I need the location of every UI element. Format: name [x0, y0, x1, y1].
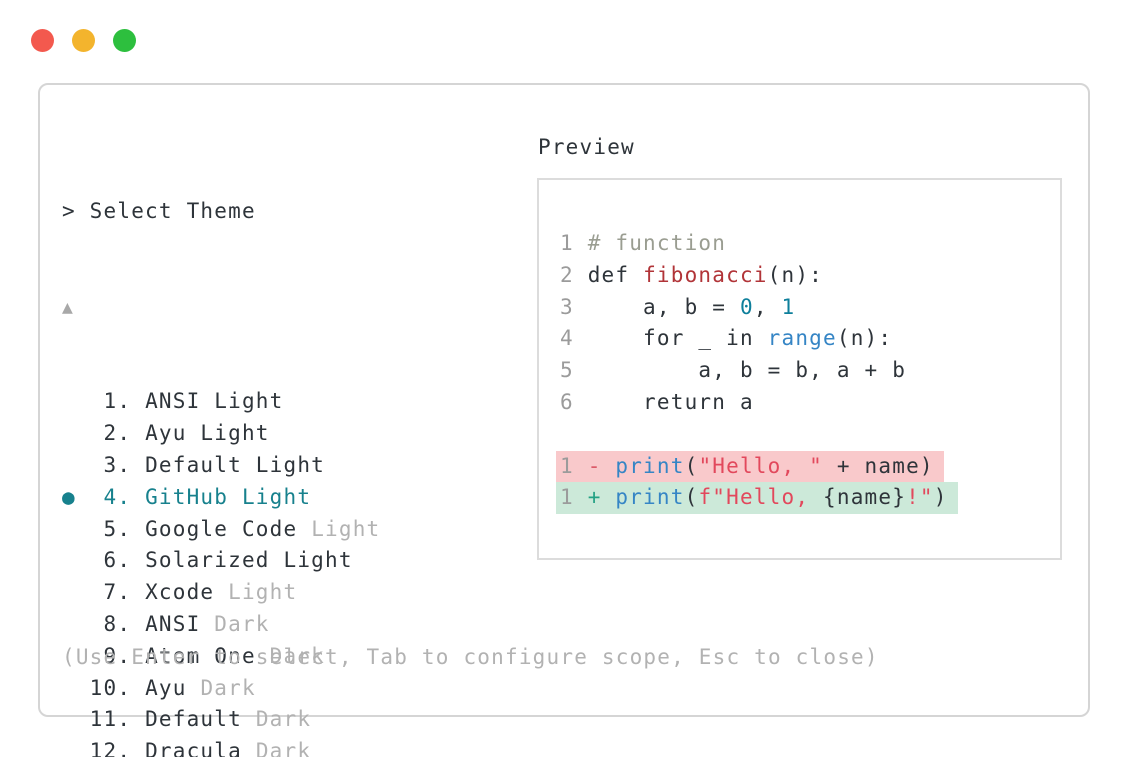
item-number: 7.	[62, 580, 146, 605]
line-number: 4	[560, 326, 588, 351]
window-controls	[31, 29, 136, 52]
theme-item-11[interactable]: 11. Default Dark	[62, 704, 380, 736]
token: Default	[145, 707, 256, 732]
token: Light	[228, 580, 298, 605]
token: -	[587, 453, 616, 478]
token: (	[684, 485, 699, 510]
token: "Hello, "	[698, 453, 824, 478]
theme-item-1[interactable]: 1. ANSI Light	[62, 386, 380, 418]
theme-item-3[interactable]: 3. Default Light	[62, 450, 380, 482]
token: a, b = b, a + b	[587, 358, 907, 383]
token: (n):	[836, 326, 893, 351]
item-number: 2.	[62, 421, 146, 446]
token: a, b =	[587, 294, 740, 319]
item-number: 3.	[62, 452, 146, 477]
token: GitHub Light	[145, 484, 312, 509]
theme-item-5[interactable]: 5. Google Code Light	[62, 514, 380, 546]
token: fibonacci	[643, 262, 768, 287]
token: print	[615, 453, 685, 478]
line-number: 1	[560, 453, 588, 478]
preview-title: Preview	[538, 135, 635, 159]
theme-item-9[interactable]: 9. Atom One Dark	[62, 641, 380, 673]
theme-picker-window: > Select Theme ▲ 1. ANSI Light 2. Ayu Li…	[38, 83, 1090, 757]
token: (	[684, 453, 699, 478]
item-number: 5.	[62, 516, 146, 541]
token: range	[767, 326, 837, 351]
line-number: 1	[560, 485, 588, 510]
token: ANSI Light	[145, 389, 284, 414]
theme-list: 1. ANSI Light 2. Ayu Light 3. Default Li…	[62, 386, 380, 757]
item-number: 9.	[62, 643, 146, 668]
theme-item-12[interactable]: 12. Dracula Dark	[62, 736, 380, 757]
code-line-1: 1 # function	[560, 228, 958, 260]
selected-bullet-icon: ● 4.	[62, 484, 146, 509]
theme-item-7[interactable]: 7. Xcode Light	[62, 577, 380, 609]
item-number: 6.	[62, 548, 146, 573]
token: (n):	[767, 262, 824, 287]
item-number: 10.	[62, 675, 146, 700]
token: Atom One	[145, 643, 270, 668]
code-line-4: 4 for _ in range(n):	[560, 323, 958, 355]
line-number: 1	[560, 231, 588, 255]
token: return a	[587, 389, 754, 414]
item-number: 8.	[62, 611, 146, 636]
item-number: 1.	[62, 389, 146, 414]
item-number: 12.	[62, 739, 146, 757]
line-number: 5	[560, 358, 588, 383]
token: Dark	[255, 707, 312, 732]
code-line-6: 6 return a	[560, 387, 958, 419]
token: Dark	[200, 675, 256, 700]
token: # function	[587, 231, 727, 255]
line-number: 2	[560, 262, 588, 287]
code-line-2: 2 def fibonacci(n):	[560, 260, 958, 292]
minimize-button[interactable]	[72, 29, 95, 52]
token: def	[587, 262, 644, 287]
token: ,	[753, 294, 782, 319]
theme-selector: > Select Theme ▲ 1. ANSI Light 2. Ayu Li…	[62, 132, 380, 757]
token: f"Hello,	[698, 485, 824, 510]
keyboard-hint: (Use Enter to select, Tab to configure s…	[62, 645, 879, 669]
token: Google Code	[145, 516, 312, 541]
token: + name)	[823, 453, 934, 478]
theme-item-10[interactable]: 10. Ayu Dark	[62, 673, 380, 705]
diff-line-removed: 1 - print("Hello, " + name)	[556, 450, 944, 483]
token: )	[933, 485, 948, 510]
code-line-5: 5 a, b = b, a + b	[560, 355, 958, 387]
token: print	[615, 485, 685, 510]
theme-item-8[interactable]: 8. ANSI Dark	[62, 609, 380, 641]
theme-item-6[interactable]: 6. Solarized Light	[62, 545, 380, 577]
token: Default Light	[145, 452, 326, 477]
token: {name}	[823, 485, 907, 510]
token: Dark	[214, 611, 270, 636]
line-number: 3	[560, 294, 588, 319]
blank-line	[560, 419, 958, 451]
line-number: 6	[560, 389, 588, 414]
code-line-3: 3 a, b = 0, 1	[560, 292, 958, 324]
token: Dark	[255, 739, 312, 757]
token: Ayu Light	[145, 421, 270, 446]
token: Solarized Light	[145, 548, 353, 573]
token: Xcode	[145, 580, 229, 605]
token: 1	[781, 294, 796, 319]
theme-item-4[interactable]: ● 4. GitHub Light	[62, 482, 380, 514]
token: Dracula	[145, 739, 256, 757]
theme-item-2[interactable]: 2. Ayu Light	[62, 418, 380, 450]
token: !"	[906, 485, 934, 510]
item-number: 11.	[62, 707, 146, 732]
token: for _ in	[587, 326, 768, 351]
token: Ayu	[145, 675, 201, 700]
select-theme-prompt: > Select Theme	[62, 198, 256, 223]
close-button[interactable]	[31, 29, 54, 52]
scroll-up-icon[interactable]: ▲	[62, 296, 75, 318]
token: 0	[739, 294, 754, 319]
zoom-button[interactable]	[113, 29, 136, 52]
diff-line-added: 1 + print(f"Hello, {name}!")	[556, 482, 958, 515]
token: Light	[311, 516, 381, 541]
token: Dark	[269, 643, 326, 668]
token: +	[587, 485, 616, 510]
token: ANSI	[145, 611, 215, 636]
scroll-up-row[interactable]: ▲	[62, 291, 380, 323]
